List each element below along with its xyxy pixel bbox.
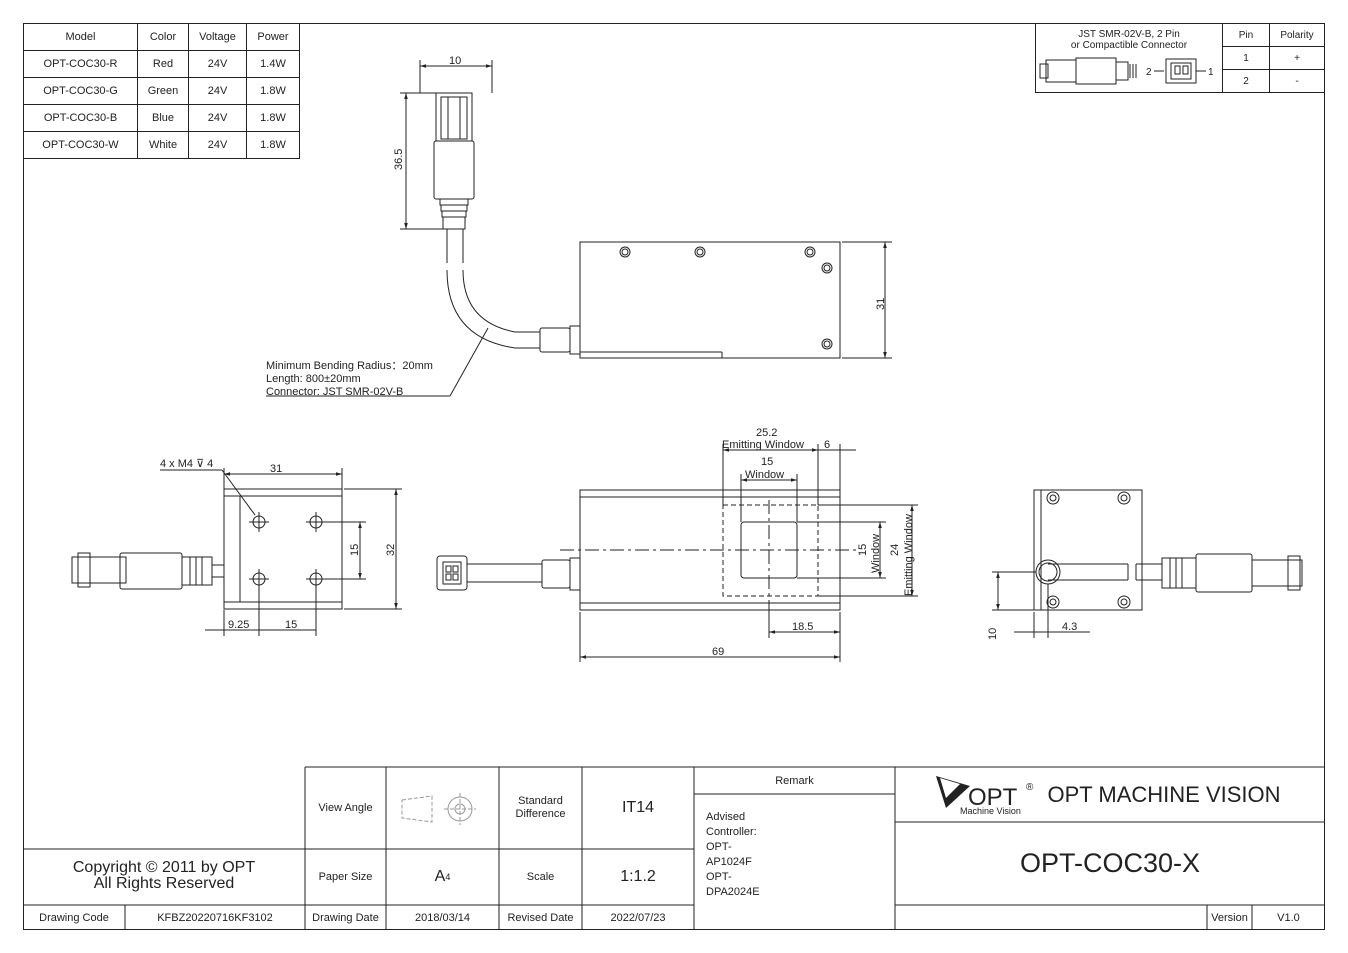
standard-diff-label-1: Standard — [518, 795, 563, 807]
dim-end-inner: 15 — [349, 544, 361, 556]
view-angle-label: View Angle — [318, 802, 373, 814]
revised-date-label: Revised Date — [507, 911, 574, 924]
polarity-header: Polarity — [1269, 23, 1325, 47]
drawing-frame — [23, 23, 1325, 930]
title-block-grid — [23, 766, 1325, 930]
view-angle-icon — [401, 793, 476, 825]
remark-body: Advised Controller: OPT-AP1024F OPT-DPA2… — [706, 810, 760, 900]
dim-end-x1: 9.25 — [228, 619, 249, 631]
dim-end-x2: 15 — [285, 619, 297, 631]
note-bend-radius: Minimum Bending Radius：20mm — [266, 360, 433, 372]
advised-controller-label: Advised Controller: — [706, 811, 757, 838]
note-holes: 4 x M4 ⊽ 4 — [160, 458, 213, 470]
dim-win-height: 15 — [857, 544, 869, 556]
note-length: Length: 800±20mm — [266, 373, 361, 385]
logo-text: OPT — [968, 784, 1018, 811]
standard-diff: IT14 — [621, 799, 654, 816]
spec-cell: OPT-COC30-B — [23, 104, 138, 132]
end-view-right — [992, 489, 1303, 638]
dim-length: 69 — [712, 646, 724, 658]
front-view — [436, 444, 918, 662]
copyright: Copyright © 2011 by OPT All Rights Reser… — [23, 855, 305, 897]
connector-title-2: or Compactible Connector — [1070, 40, 1188, 51]
screw-icon — [619, 246, 833, 350]
part-number: OPT-COC30-X — [1019, 848, 1201, 878]
dim-emit-width: 25.2 — [756, 427, 777, 439]
dim-offset: 18.5 — [792, 621, 813, 633]
polarity-cell: - — [1269, 69, 1325, 93]
opt-logo-icon — [936, 776, 970, 808]
spec-cell: White — [137, 131, 189, 159]
dim-emit-height: 24 — [889, 544, 901, 556]
dim-win-label: Window — [745, 469, 784, 481]
logo-registered: ® — [1026, 782, 1034, 793]
copyright-line-1: Copyright © 2011 by OPT — [72, 859, 256, 876]
scale: 1:1.2 — [620, 868, 656, 885]
dim-conn-length: 36.5 — [393, 149, 405, 170]
note-connector: Connector: JST SMR-02V-B — [266, 386, 403, 398]
dim-edge: 6 — [824, 439, 830, 451]
table-row: OPT-COC30-W White 24V 1.8W — [23, 131, 300, 159]
dim-end-width: 31 — [270, 463, 282, 475]
dim-emit-width-label: Emitting Window — [722, 439, 804, 451]
logo-subtitle: Machine Vision — [960, 806, 1021, 816]
dim-end-height: 32 — [385, 544, 397, 556]
table-row: OPT-COC30-R Red 24V 1.4W — [23, 50, 300, 78]
pin2-label: 2 — [1146, 67, 1152, 78]
standard-diff-label: Standard Difference — [499, 767, 582, 849]
connector-title-1: JST SMR-02V-B, 2 Pin — [1078, 29, 1180, 40]
dim-win-height-label: Window — [870, 534, 882, 573]
copyright-line-2: All Rights Reserved — [93, 875, 235, 892]
spec-header-color: Color — [137, 23, 189, 51]
table-row: OPT-COC30-B Blue 24V 1.8W — [23, 104, 300, 132]
controller-2: OPT-DPA2024E — [706, 871, 760, 898]
table-row: 1 + — [1036, 46, 1325, 70]
spec-cell: 1.4W — [246, 50, 300, 78]
remark-label: Remark — [775, 774, 814, 787]
standard-diff-label-2: Difference — [515, 808, 566, 820]
mounting-hole-icon — [249, 512, 326, 589]
table-row: 2 - — [1036, 69, 1325, 93]
connector-title-cell: JST SMR-02V-B, 2 Pin or Compactible Conn… — [1035, 23, 1223, 93]
connector-icon: 2 1 — [1039, 57, 1214, 85]
pin-cell: 2 — [1222, 69, 1270, 93]
version: V1.0 — [1277, 911, 1300, 924]
version-label: Version — [1211, 911, 1248, 924]
dim-back-height: 10 — [987, 628, 999, 640]
revised-date: 2022/07/23 — [610, 911, 666, 924]
dim-conn-width: 10 — [449, 55, 461, 67]
spec-cell: 1.8W — [246, 131, 300, 159]
drawing-date-label: Drawing Date — [312, 911, 379, 924]
paper-size-value: A — [434, 868, 446, 885]
dim-side-height: 31 — [875, 298, 887, 310]
top-view — [266, 60, 892, 397]
spec-cell: 24V — [188, 77, 247, 105]
dim-win-width: 15 — [761, 456, 773, 468]
spec-cell: OPT-COC30-G — [23, 77, 138, 105]
spec-cell: 24V — [188, 131, 247, 159]
dim-emit-height-label: Emitting Window — [903, 514, 915, 596]
pin1-label: 1 — [1208, 67, 1214, 78]
table-row: OPT-COC30-G Green 24V 1.8W — [23, 77, 300, 105]
scale-label: Scale — [526, 871, 555, 883]
connector-table: JST SMR-02V-B, 2 Pin or Compactible Conn… — [1035, 23, 1325, 93]
drawing-code-label: Drawing Code — [39, 911, 109, 924]
spec-header-row: Model Color Voltage Power — [23, 23, 300, 51]
dim-back-offset: 4.3 — [1062, 621, 1077, 633]
spec-cell: 24V — [188, 104, 247, 132]
company-name: OPT MACHINE VISION — [1047, 781, 1281, 807]
end-view-left — [71, 468, 402, 636]
paper-size-label: Paper Size — [318, 871, 373, 883]
spec-cell: Blue — [137, 104, 189, 132]
drawing-code: KFBZ20220716KF3102 — [157, 911, 273, 924]
paper-size-sub: 4 — [445, 872, 451, 882]
screw-icon — [1046, 491, 1131, 609]
spec-table: Model Color Voltage Power OPT-COC30-R Re… — [23, 23, 300, 159]
drawing-date: 2018/03/14 — [414, 911, 471, 924]
spec-cell: OPT-COC30-W — [23, 131, 138, 159]
controller-1: OPT-AP1024F — [706, 841, 752, 868]
